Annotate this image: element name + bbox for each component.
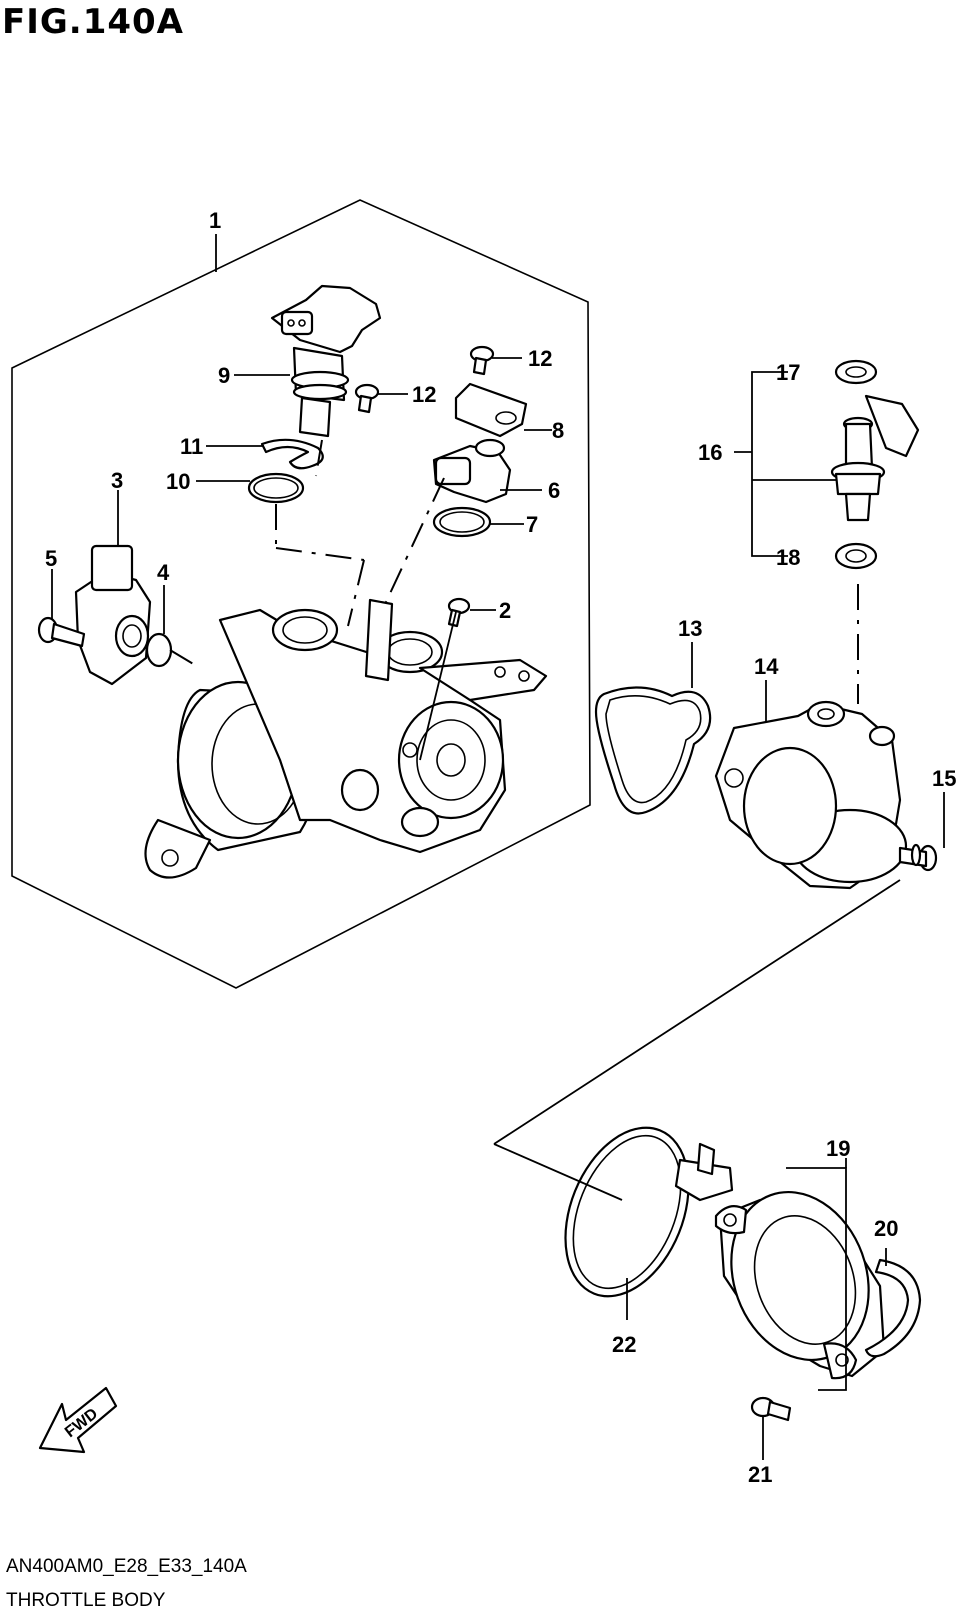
bolt-15[interactable] [898,843,938,872]
assembly-1-outline [11,199,591,989]
callout-1: 1 [209,208,221,233]
callout-11: 11 [180,434,203,459]
callout-14: 14 [754,654,779,679]
o-ring-20[interactable] [864,1258,922,1358]
seal-18[interactable] [834,542,878,570]
o-ring-4[interactable] [145,632,173,668]
joint-14[interactable] [714,700,908,890]
screw-12-a[interactable] [469,345,495,376]
screw-5[interactable] [37,616,86,648]
o-ring-10[interactable] [247,472,305,504]
injector-16[interactable] [830,394,920,522]
callout-18: 18 [776,545,800,570]
callouts: 1 2 3 4 5 6 7 8 9 10 11 12 12 13 14 15 1… [45,208,956,1487]
clamp-22[interactable] [542,1109,734,1314]
sensor-9[interactable] [270,284,382,438]
diagram-code: AN400AM0_E28_E33_140A [6,1556,247,1577]
clip-11[interactable] [260,438,324,470]
callout-19: 19 [826,1136,850,1161]
callout-22: 22 [612,1332,636,1357]
callout-12-b: 12 [412,382,436,407]
screw-2[interactable] [447,597,471,628]
throttle-sensor-3[interactable] [74,544,152,686]
gasket-13[interactable] [594,686,712,815]
callout-7: 7 [526,512,538,537]
screw-12-b[interactable] [354,383,380,414]
fwd-arrow-icon: FWD [38,1386,118,1454]
intake-joint-19[interactable] [709,1173,892,1380]
callout-13: 13 [678,616,702,641]
callout-17: 17 [776,360,800,385]
callout-15: 15 [932,766,956,791]
callout-9: 9 [218,363,230,388]
callout-5: 5 [45,546,57,571]
callout-12-a: 12 [528,346,552,371]
diagram-caption: THROTTLE BODY [6,1590,166,1611]
throttle-body[interactable] [144,598,548,879]
figure-title: FIG.140A [2,2,184,42]
screw-21[interactable] [750,1396,792,1422]
callout-3: 3 [111,468,123,493]
leader-lines [51,234,945,1460]
callout-20: 20 [874,1216,898,1241]
washer-17[interactable] [834,359,878,385]
sensor-6[interactable] [432,438,512,504]
callout-16: 16 [698,440,722,465]
callout-2: 2 [499,598,511,623]
bracket-8[interactable] [454,382,528,438]
callout-4: 4 [157,560,170,585]
callout-8: 8 [552,418,564,443]
callout-10: 10 [166,469,190,494]
callout-21: 21 [748,1462,772,1487]
callout-6: 6 [548,478,560,503]
